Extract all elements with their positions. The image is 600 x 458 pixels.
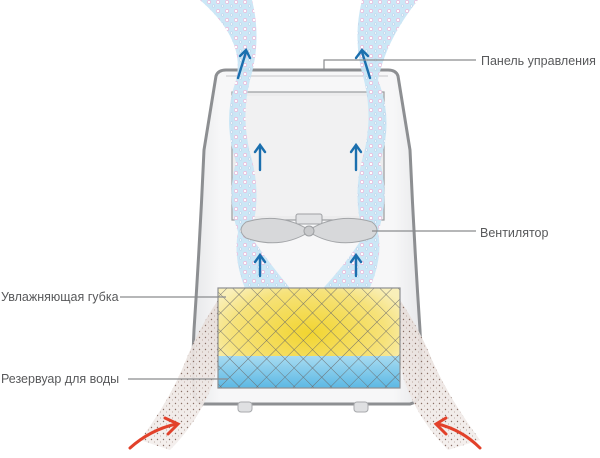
label-fan: Вентилятор	[480, 226, 549, 240]
intake-arrow-icon	[128, 416, 482, 450]
label-control-panel: Панель управления	[481, 54, 596, 68]
dry-air-inflow-left	[140, 300, 232, 450]
dry-air-inflow-right	[386, 300, 480, 450]
mist-plume-right	[312, 0, 418, 300]
label-water-tank: Резервуар для воды	[1, 372, 120, 386]
mist-plume-left	[200, 0, 300, 300]
fan-icon	[240, 213, 378, 244]
sponge-mesh	[217, 287, 401, 389]
label-sponge: Увлажняющая губка	[1, 290, 119, 304]
airflow-arrow-icon	[236, 47, 372, 278]
leader-lines	[120, 59, 476, 380]
